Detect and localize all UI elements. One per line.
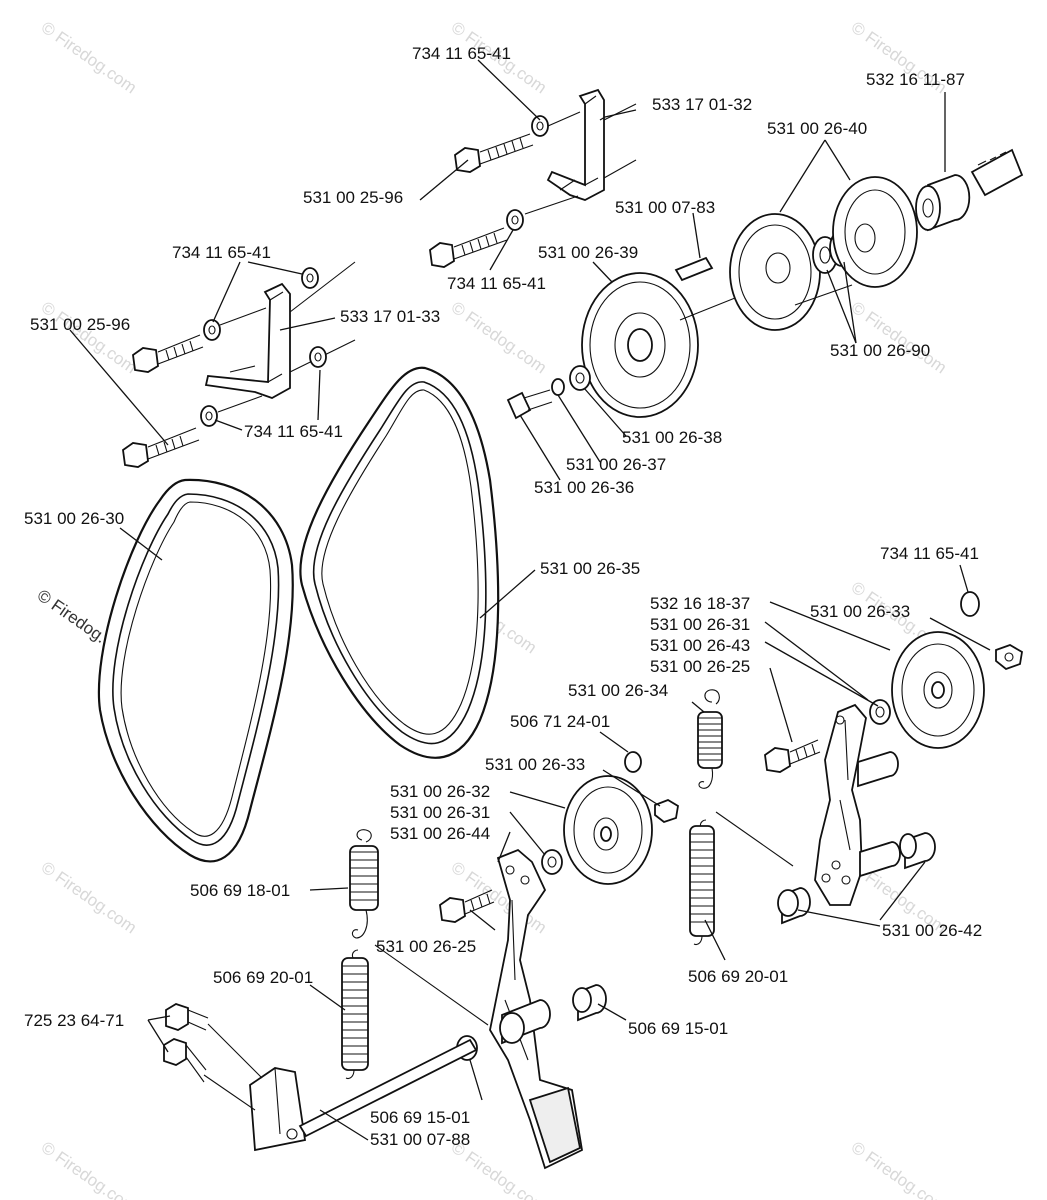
bolt-center bbox=[439, 889, 495, 923]
idler-arm-right bbox=[814, 703, 901, 906]
watermark-text: © Firedog.com bbox=[848, 1138, 950, 1200]
watermark-text: © Firedog.com bbox=[38, 18, 140, 98]
bolt-right bbox=[764, 739, 821, 773]
linkage-line bbox=[715, 811, 794, 867]
bolt-upper-2 bbox=[429, 195, 579, 268]
washer-left-2 bbox=[200, 405, 218, 427]
shaft-line bbox=[794, 284, 853, 306]
pulley-half-front bbox=[729, 213, 821, 331]
spring-20-right bbox=[689, 819, 715, 946]
idler-pulley-center bbox=[563, 775, 653, 885]
part-label: 531 00 26-43 bbox=[650, 636, 750, 655]
bracket-upper bbox=[546, 88, 637, 201]
watermark-text: © Firedog.com bbox=[448, 298, 550, 378]
part-label: 734 11 65-41 bbox=[244, 422, 343, 441]
bushing-center bbox=[572, 984, 607, 1022]
bracket-bottom bbox=[249, 1067, 307, 1152]
part-label: 531 00 25-96 bbox=[303, 188, 403, 207]
watermark-text: © Firedog.com bbox=[848, 298, 950, 378]
part-label: 531 00 07-88 bbox=[370, 1130, 470, 1149]
part-label: 531 00 26-32 bbox=[390, 782, 490, 801]
part-label: 506 69 20-01 bbox=[688, 967, 788, 986]
part-label: 506 69 20-01 bbox=[213, 968, 313, 987]
bushing-right-1 bbox=[899, 832, 936, 870]
linkage-line bbox=[374, 944, 489, 1026]
watermark-text: © Firedog.com bbox=[38, 858, 140, 938]
bushing bbox=[915, 174, 971, 232]
part-label: 506 69 18-01 bbox=[190, 881, 290, 900]
part-label: 531 00 26-35 bbox=[540, 559, 640, 578]
part-label: 734 11 65-41 bbox=[412, 44, 511, 63]
bolt-bottom-1 bbox=[165, 1003, 263, 1079]
bracket-left bbox=[204, 261, 356, 399]
nut-right bbox=[995, 644, 1023, 671]
watermark-text: © Firedog.com bbox=[38, 298, 140, 378]
spacer-right bbox=[869, 699, 891, 725]
part-label: 506 71 24-01 bbox=[510, 712, 610, 731]
part-labels: 734 11 65-41 533 17 01-32 532 16 11-87 5… bbox=[24, 44, 982, 1149]
part-label: 533 17 01-33 bbox=[340, 307, 440, 326]
part-label: 506 69 15-01 bbox=[370, 1108, 470, 1127]
belt-left bbox=[97, 478, 294, 863]
washer-left-mid bbox=[309, 346, 327, 368]
washer-left-1 bbox=[203, 319, 221, 341]
engine-shaft bbox=[970, 148, 1024, 197]
spacer-center bbox=[541, 849, 563, 875]
watermark-text: © Firedog.com bbox=[38, 1138, 140, 1200]
bolt-upper-1 bbox=[454, 111, 581, 173]
part-label: 531 00 26-42 bbox=[882, 921, 982, 940]
part-label: 532 16 11-87 bbox=[866, 70, 965, 89]
part-label: 531 00 26-33 bbox=[810, 602, 910, 621]
idler-arm-center bbox=[489, 848, 583, 1170]
rod bbox=[298, 1038, 478, 1138]
pulley-large bbox=[581, 272, 699, 418]
part-label: 531 00 26-34 bbox=[568, 681, 668, 700]
part-label: 725 23 64-71 bbox=[24, 1011, 124, 1030]
part-label: 531 00 26-39 bbox=[538, 243, 638, 262]
part-label: 531 00 25-96 bbox=[30, 315, 130, 334]
part-label: 531 00 26-31 bbox=[650, 615, 750, 634]
shaft-key bbox=[674, 256, 714, 282]
spring-34 bbox=[697, 689, 723, 789]
part-label: 531 00 26-40 bbox=[767, 119, 867, 138]
washer-734-right bbox=[960, 591, 980, 617]
pulley-half-back bbox=[832, 176, 918, 288]
bolt-36 bbox=[506, 389, 553, 420]
part-label: 531 00 26-36 bbox=[534, 478, 634, 497]
washer-37 bbox=[551, 378, 565, 396]
leader-lines bbox=[69, 59, 991, 1141]
idler-pulley-right bbox=[891, 631, 985, 749]
part-label: 531 00 26-33 bbox=[485, 755, 585, 774]
part-label: 734 11 65-41 bbox=[880, 544, 979, 563]
spring-18 bbox=[349, 829, 379, 939]
washer-506-71 bbox=[624, 751, 642, 773]
spring-20-left bbox=[341, 949, 369, 1080]
part-label: 531 00 26-31 bbox=[390, 803, 490, 822]
nut-center bbox=[654, 799, 679, 824]
washer-38 bbox=[569, 365, 591, 391]
part-label: 531 00 07-83 bbox=[615, 198, 715, 217]
part-label: 531 00 26-90 bbox=[830, 341, 930, 360]
part-label: 734 11 65-41 bbox=[172, 243, 271, 262]
part-label: 734 11 65-41 bbox=[447, 274, 546, 293]
washer-left-top bbox=[301, 267, 319, 289]
bolt-bottom-2 bbox=[163, 1038, 256, 1111]
part-label: 531 00 26-25 bbox=[376, 937, 476, 956]
part-label: 531 00 26-44 bbox=[390, 824, 490, 843]
part-label: 506 69 15-01 bbox=[628, 1019, 728, 1038]
part-label: 531 00 26-30 bbox=[24, 509, 124, 528]
part-label: 531 00 26-38 bbox=[622, 428, 722, 447]
bushing-right-2 bbox=[777, 887, 811, 925]
washer-upper-1 bbox=[531, 115, 549, 137]
bolt-left-1 bbox=[132, 307, 267, 373]
washer-upper-2 bbox=[506, 209, 524, 231]
part-label: 531 00 26-37 bbox=[566, 455, 666, 474]
bolt-left-2 bbox=[122, 395, 263, 468]
part-label: 533 17 01-32 bbox=[652, 95, 752, 114]
part-label: 532 16 18-37 bbox=[650, 594, 750, 613]
belt-right bbox=[299, 366, 500, 759]
part-label: 531 00 26-25 bbox=[650, 657, 750, 676]
